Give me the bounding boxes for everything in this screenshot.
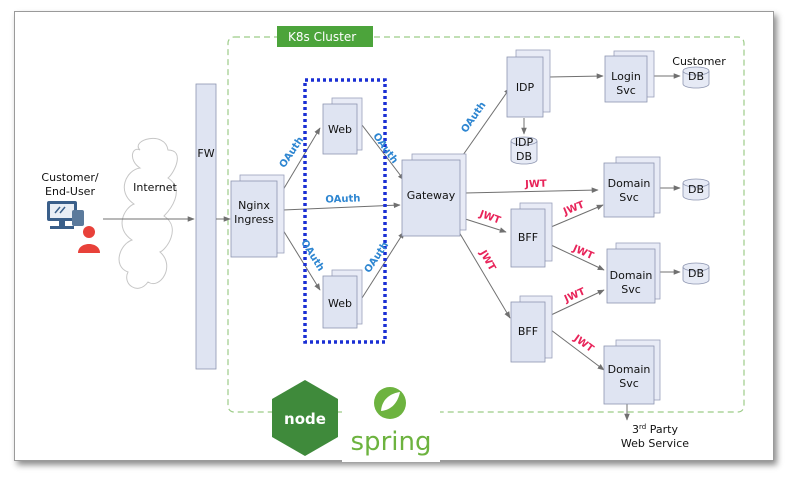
domain1-label-line1: Domain (608, 177, 651, 190)
edge-idp-login (549, 76, 603, 77)
jwt-label-bff1-domain2: JWT (570, 243, 595, 262)
edge-gateway-domain1 (465, 190, 598, 193)
idp-label: IDP (516, 81, 535, 94)
jwt-label-bff2-domain2: JWT (562, 286, 587, 305)
login-label-line1: Login (611, 70, 641, 83)
svg-text:spring: spring (351, 427, 432, 457)
third-party-label-line1: 3rd Party (632, 423, 678, 436)
edge-gateway-bff2 (459, 232, 510, 318)
nginx-label-line1: Nginx (238, 199, 270, 212)
internet-label: Internet (133, 181, 177, 194)
jwt-label-bff1-domain1: JWT (561, 199, 586, 218)
customer-db-label-line1: Customer (672, 55, 726, 68)
db1-label: DB (688, 183, 704, 196)
oauth-label-nginx-webtop: OAuth (278, 135, 307, 170)
web-top-label: Web (328, 123, 352, 136)
spring-logo: spring (342, 380, 440, 462)
svg-text:node: node (284, 410, 326, 428)
oauth-label-gateway-idp: OAuth (459, 100, 488, 135)
jwt-label-bff2-domain3: JWT (571, 333, 596, 355)
idp-db-label-line2: DB (516, 150, 532, 163)
oauth-label-nginx-webbottom: OAuth (298, 238, 326, 274)
oauth-label-nginx-gateway: OAuth (325, 193, 360, 205)
oauth-label-webbottom-gateway: OAuth (363, 240, 392, 275)
idp-db-label-line1: IDP (515, 136, 534, 149)
customer-label-line2: End-User (45, 185, 95, 198)
bff2-label: BFF (518, 325, 538, 338)
jwt-label-gateway-bff2: JWT (477, 248, 498, 273)
nginx-label-line2: Ingress (234, 213, 274, 226)
domain3-label-line1: Domain (608, 363, 651, 376)
oauth-label-webtop-gateway: OAuth (370, 131, 399, 166)
k8s-cluster-boundary (228, 37, 744, 412)
firewall-label: FW (197, 147, 214, 160)
customer-label-line1: Customer/ (41, 171, 98, 184)
domain3-label-line2: Svc (619, 377, 639, 390)
domain2-label-line2: Svc (621, 283, 641, 296)
db2-label: DB (688, 267, 704, 280)
nodejs-logo: node (272, 380, 338, 456)
domain2-label-line1: Domain (610, 269, 653, 282)
bff1-label: BFF (518, 231, 538, 244)
domain1-box (604, 163, 654, 217)
customer-user-icon (47, 201, 100, 253)
customer-db-label-line2: DB (688, 70, 704, 83)
gateway-label: Gateway (407, 189, 456, 202)
domain1-label-line2: Svc (619, 191, 639, 204)
web-bottom-label: Web (328, 297, 352, 310)
jwt-label-gateway-domain1: JWT (524, 179, 547, 191)
k8s-cluster-label: K8s Cluster (288, 30, 356, 44)
login-label-line2: Svc (616, 84, 636, 97)
third-party-label-line2: Web Service (621, 437, 689, 450)
internet-cloud-icon (119, 138, 177, 288)
firewall-box (196, 84, 216, 369)
edge-nginx-gateway (283, 205, 400, 210)
